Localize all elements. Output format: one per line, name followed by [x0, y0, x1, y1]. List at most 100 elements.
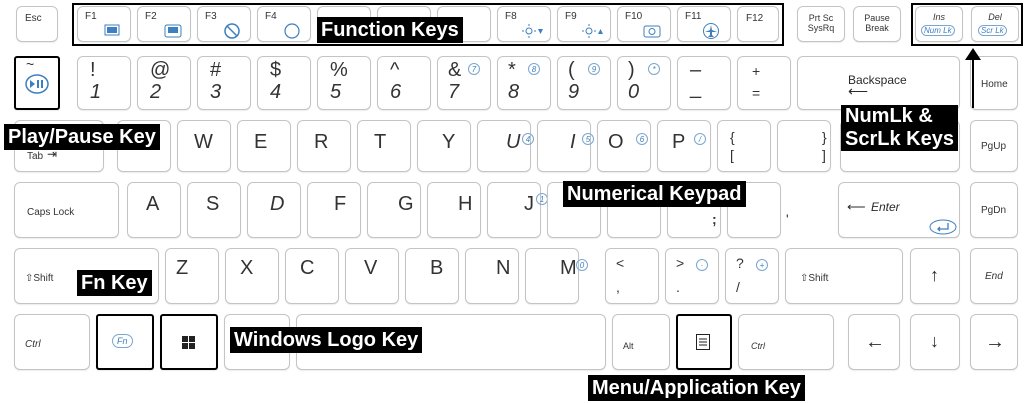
- slash-key[interactable]: ? + /: [725, 248, 779, 304]
- key-c[interactable]: C: [285, 248, 339, 304]
- left-ctrl-key[interactable]: Ctrl: [14, 314, 90, 370]
- end-label: End: [985, 271, 1003, 282]
- key-b[interactable]: B: [405, 248, 459, 304]
- key-7[interactable]: & 7 7: [437, 56, 491, 110]
- key-d[interactable]: D: [247, 182, 301, 238]
- right-arrow-key[interactable]: →: [970, 314, 1018, 370]
- pgdn-key[interactable]: PgDn: [970, 182, 1018, 238]
- f1-key[interactable]: F1: [77, 6, 131, 42]
- key-y[interactable]: Y: [417, 120, 471, 172]
- key-8-numpad: 8: [528, 63, 540, 75]
- plus-key[interactable]: + =: [737, 56, 791, 110]
- del-key[interactable]: Del Scr Lk: [971, 6, 1019, 42]
- callout-arrow: [965, 48, 981, 108]
- f3-key[interactable]: F3: [197, 6, 251, 42]
- key-x[interactable]: X: [225, 248, 279, 304]
- key-b-label: B: [430, 257, 444, 279]
- f9-key[interactable]: F9: [557, 6, 611, 42]
- plus-bottom: =: [752, 85, 761, 101]
- home-key[interactable]: Home: [970, 56, 1018, 110]
- key-m-numpad: 0: [576, 259, 588, 271]
- left-arrow-key[interactable]: ←: [848, 314, 900, 370]
- period-key[interactable]: > · .: [665, 248, 719, 304]
- down-arrow-icon: ↓: [930, 331, 939, 351]
- key-j[interactable]: J 1: [487, 182, 548, 238]
- key-s[interactable]: S: [187, 182, 241, 238]
- up-arrow-key[interactable]: ↑: [910, 248, 960, 304]
- key-y-label: Y: [442, 131, 456, 153]
- f2-key[interactable]: F2: [137, 6, 191, 42]
- scrlk-indicator: Scr Lk: [978, 25, 1007, 36]
- capslock-key[interactable]: Caps Lock: [14, 182, 119, 238]
- key-0[interactable]: ) * 0: [617, 56, 671, 110]
- ins-key[interactable]: Ins Num Lk: [915, 6, 963, 42]
- key-6[interactable]: ^ 6: [377, 56, 431, 110]
- key-3[interactable]: # 3: [197, 56, 251, 110]
- esc-key[interactable]: Esc: [16, 6, 58, 42]
- windows-key[interactable]: [160, 314, 218, 370]
- key-4-bottom: 4: [270, 81, 282, 103]
- key-h[interactable]: H: [427, 182, 481, 238]
- f8-key[interactable]: F8: [497, 6, 551, 42]
- key-n[interactable]: N: [465, 248, 519, 304]
- f12-key[interactable]: F12: [737, 6, 779, 42]
- right-shift-key[interactable]: ⇧Shift: [785, 248, 903, 304]
- right-ctrl-key[interactable]: Ctrl: [738, 314, 834, 370]
- pgup-key[interactable]: PgUp: [970, 120, 1018, 172]
- key-z[interactable]: Z: [165, 248, 219, 304]
- key-e[interactable]: E: [237, 120, 291, 172]
- lbracket-key[interactable]: { [: [717, 120, 771, 172]
- key-5[interactable]: % 5: [317, 56, 371, 110]
- key-w[interactable]: W: [177, 120, 231, 172]
- key-1[interactable]: ! 1: [77, 56, 131, 110]
- key-t[interactable]: T: [357, 120, 411, 172]
- key-m[interactable]: M 0: [525, 248, 588, 304]
- key-1-top: !: [90, 59, 96, 81]
- f8-label: F8: [505, 11, 517, 22]
- capslock-label: Caps Lock: [27, 207, 75, 218]
- alt-right-label: Alt: [623, 341, 634, 351]
- key-u[interactable]: U 4: [477, 120, 534, 172]
- key-j-label: J: [524, 193, 534, 215]
- key-v[interactable]: V: [345, 248, 399, 304]
- rbracket-key[interactable]: } ]: [777, 120, 831, 172]
- brightness-up-icon: [582, 24, 603, 38]
- key-i[interactable]: I 5: [537, 120, 594, 172]
- down-arrow-key[interactable]: ↓: [910, 314, 960, 370]
- f4-key[interactable]: F4: [257, 6, 311, 42]
- key-d-label: D: [270, 193, 285, 215]
- end-key[interactable]: End: [970, 248, 1018, 304]
- gt-label: >: [676, 255, 685, 271]
- right-shift-label: ⇧Shift: [800, 273, 829, 284]
- alt-right-key[interactable]: Alt: [612, 314, 670, 370]
- key-3-top: #: [210, 59, 222, 81]
- key-8[interactable]: * 8 8: [497, 56, 551, 110]
- key-p-label: P: [672, 131, 686, 153]
- key-o[interactable]: O 6: [597, 120, 651, 172]
- key-x-label: X: [240, 257, 254, 279]
- enter-key[interactable]: ⟵ Enter: [838, 182, 960, 238]
- key-4[interactable]: $ 4: [257, 56, 311, 110]
- menu-application-key[interactable]: [676, 314, 732, 370]
- f10-key[interactable]: F10: [617, 6, 671, 42]
- key-r[interactable]: R: [297, 120, 351, 172]
- mute-icon: [224, 23, 240, 39]
- play-pause-key[interactable]: ~: [14, 56, 60, 110]
- key-5-bottom: 5: [330, 81, 342, 103]
- key-f[interactable]: F: [307, 182, 361, 238]
- key-2[interactable]: @ 2: [137, 56, 191, 110]
- minus-key[interactable]: – _: [677, 56, 731, 110]
- key-9[interactable]: ( 9 9: [557, 56, 611, 110]
- lbrace-label: {: [730, 129, 735, 145]
- f11-key[interactable]: F11: [677, 6, 731, 42]
- slash-numpad: +: [756, 259, 768, 271]
- left-ctrl-label: Ctrl: [25, 339, 41, 350]
- comma-key[interactable]: < ,: [605, 248, 659, 304]
- key-p[interactable]: P /: [657, 120, 711, 172]
- key-g[interactable]: G: [367, 182, 421, 238]
- key-a[interactable]: A: [127, 182, 181, 238]
- fn-key[interactable]: Fn: [96, 314, 154, 370]
- backspace-key[interactable]: Backspace ⟵: [797, 56, 960, 110]
